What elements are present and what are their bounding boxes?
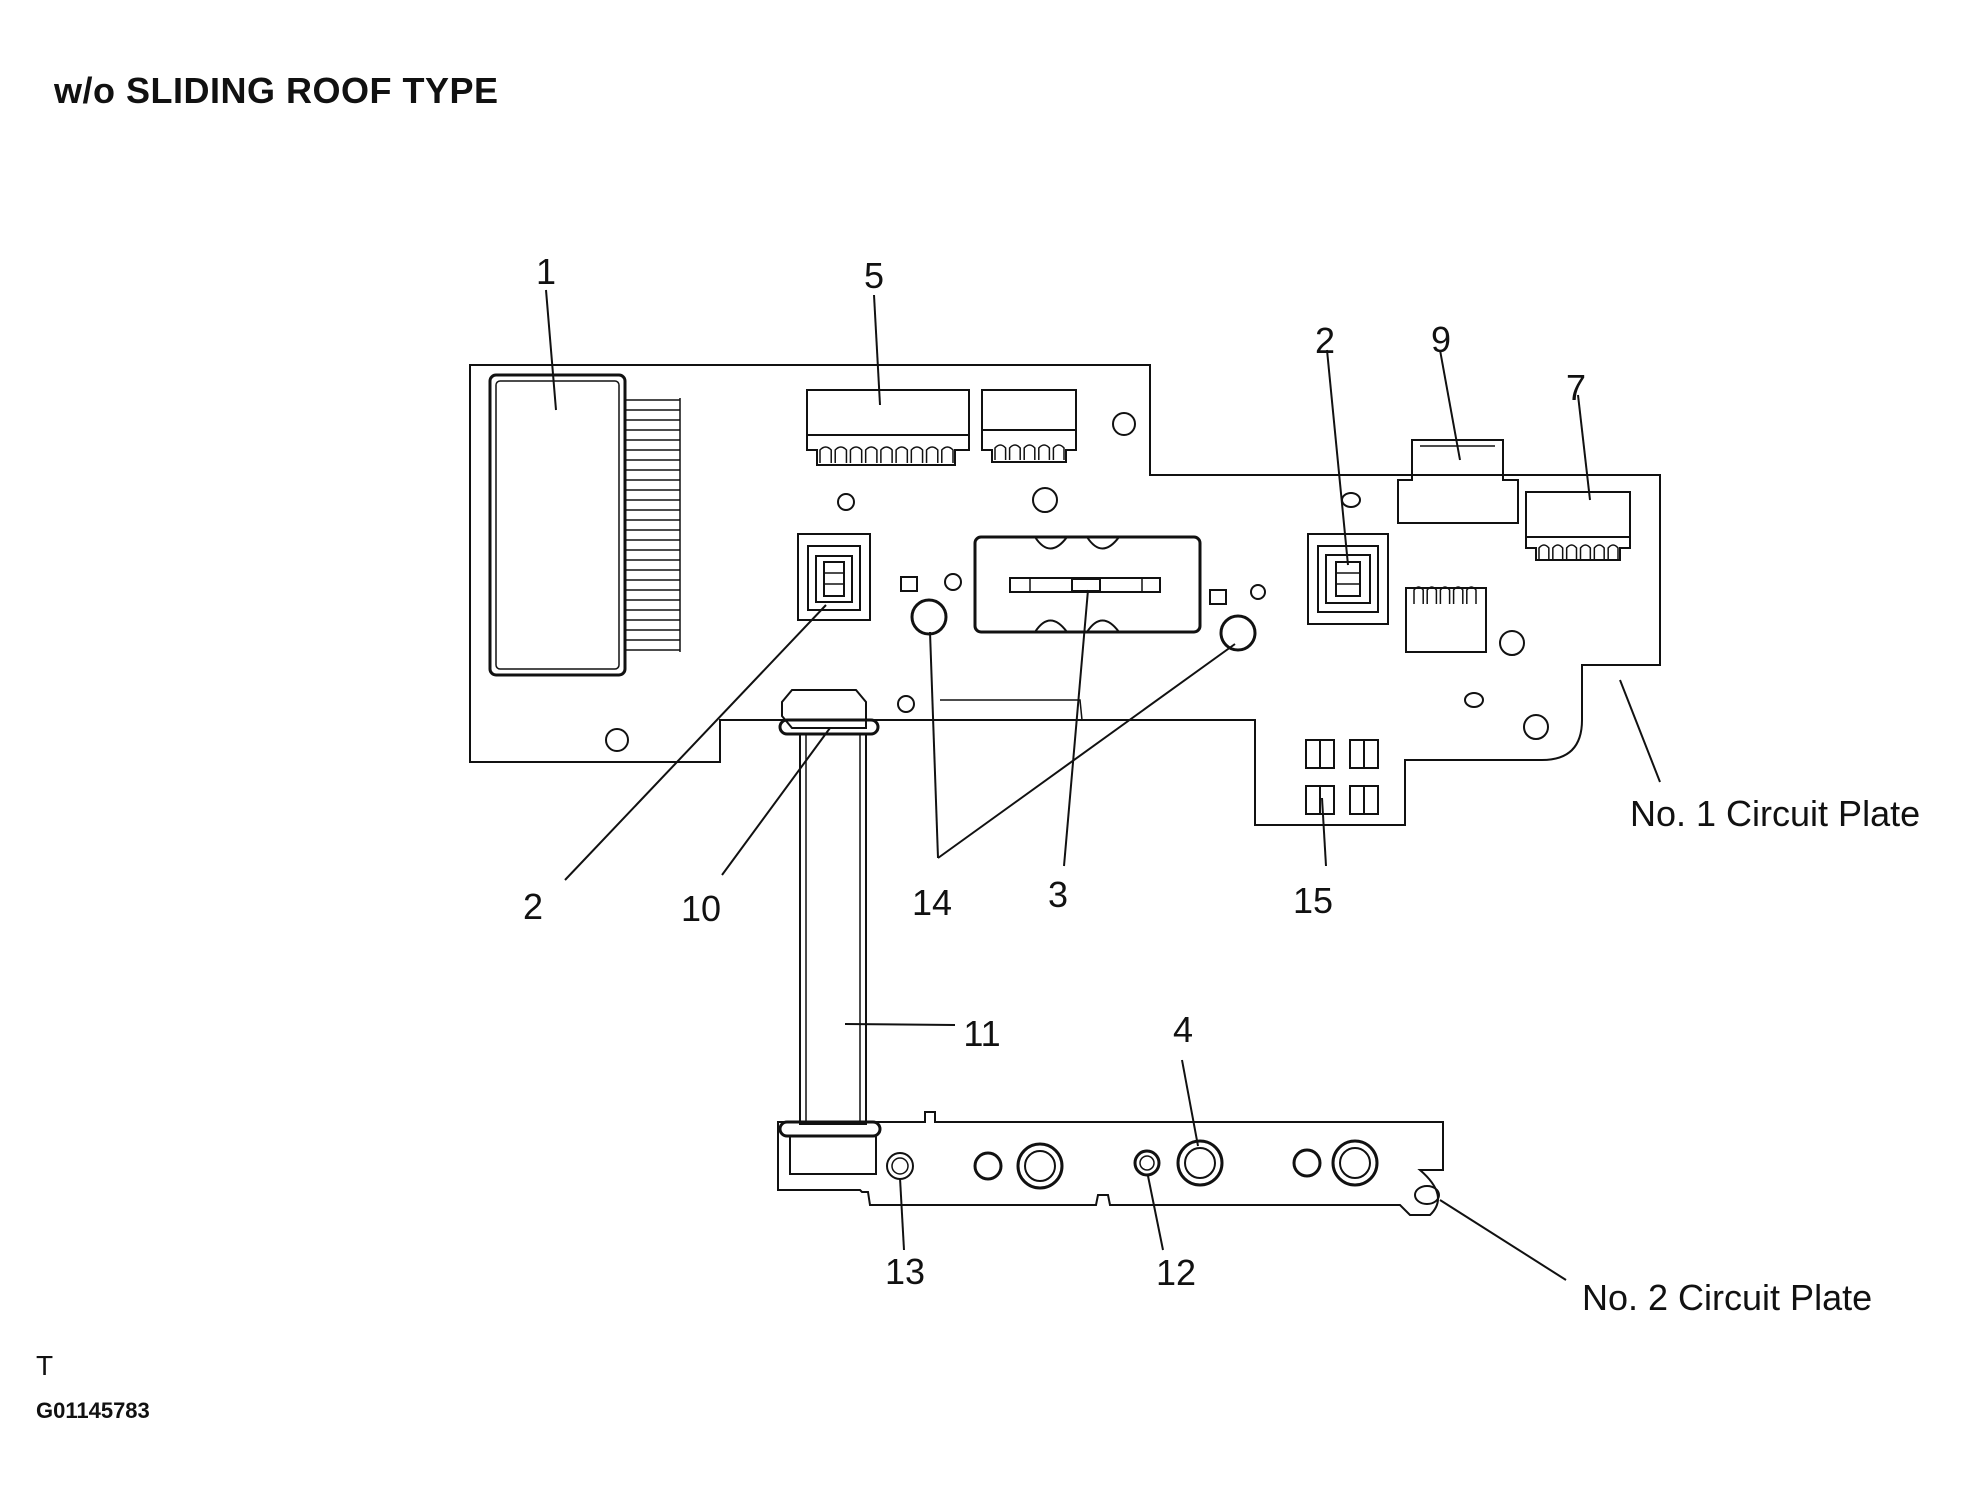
no1-circuit-plate-outline [469,364,1661,826]
callout-5: 5 [863,255,885,296]
part-1-connector [488,373,681,677]
callout-3: 3 [1047,874,1069,915]
callout-10: 10 [680,888,722,929]
leader-lines [545,289,1661,1281]
part-2-relay-left [797,533,871,621]
callout-1: 1 [535,251,557,292]
callout-7: 7 [1565,367,1587,408]
callout-13: 13 [884,1251,926,1292]
plate-edge-detail [940,699,1083,721]
corner-mark: T [36,1350,54,1381]
callout-14: 14 [911,882,953,923]
part-7-connector [1525,491,1631,561]
callout-12: 12 [1155,1252,1197,1293]
callout-15: 15 [1292,880,1334,921]
part-5-connector [806,389,1077,466]
part-10-11-ribbon-cable [778,689,882,1175]
callout-2-left: 2 [522,886,544,927]
diagram-title: w/o SLIDING ROOF TYPE [54,70,499,111]
callout-11: 11 [963,1013,1001,1054]
part-2-relay-right [1307,533,1389,625]
callout-9: 9 [1430,319,1452,360]
part-3-switch-block [973,535,1202,634]
callout-4: 4 [1172,1009,1194,1050]
plate2-components [886,1139,1440,1205]
plate1-holes [605,412,1549,752]
no1-circuit-plate-label: No. 1 Circuit Plate [1630,793,1921,834]
part-14-indicators [910,598,1257,652]
small-connector [1405,586,1487,653]
callout-2-right: 2 [1314,320,1336,361]
figure-code: G01145783 [36,1398,150,1423]
no2-circuit-plate-outline [777,1111,1444,1216]
no2-circuit-plate-label: No. 2 Circuit Plate [1582,1277,1873,1318]
part-15-switches [1305,739,1379,815]
